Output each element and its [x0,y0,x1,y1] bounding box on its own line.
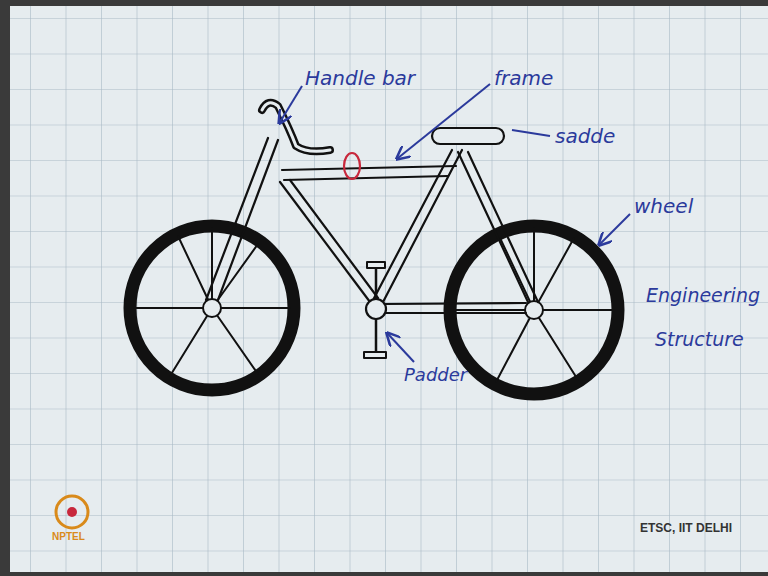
part-label: Handle bar [305,68,415,88]
part-label: Padder [404,366,467,384]
frame-tubes [206,138,538,313]
part-label: sadde [555,126,615,146]
note-text: Engineering [646,286,760,305]
spokes [134,228,614,382]
nptel-logo [56,496,88,528]
rear-tyre [450,226,618,394]
front-tyre [130,226,294,390]
saddle [432,128,504,144]
cross-section-mark [344,153,360,179]
grid-lines [10,6,768,572]
grid-paper [10,6,768,572]
part-label: frame [494,68,553,88]
leader-lines [280,84,630,362]
part-label: wheel [634,196,693,216]
bicycle [130,103,618,394]
note-text: Structure [655,330,744,349]
watermark: ETSC, IIT DELHI [640,522,732,534]
logo-text: NPTEL [52,532,85,542]
